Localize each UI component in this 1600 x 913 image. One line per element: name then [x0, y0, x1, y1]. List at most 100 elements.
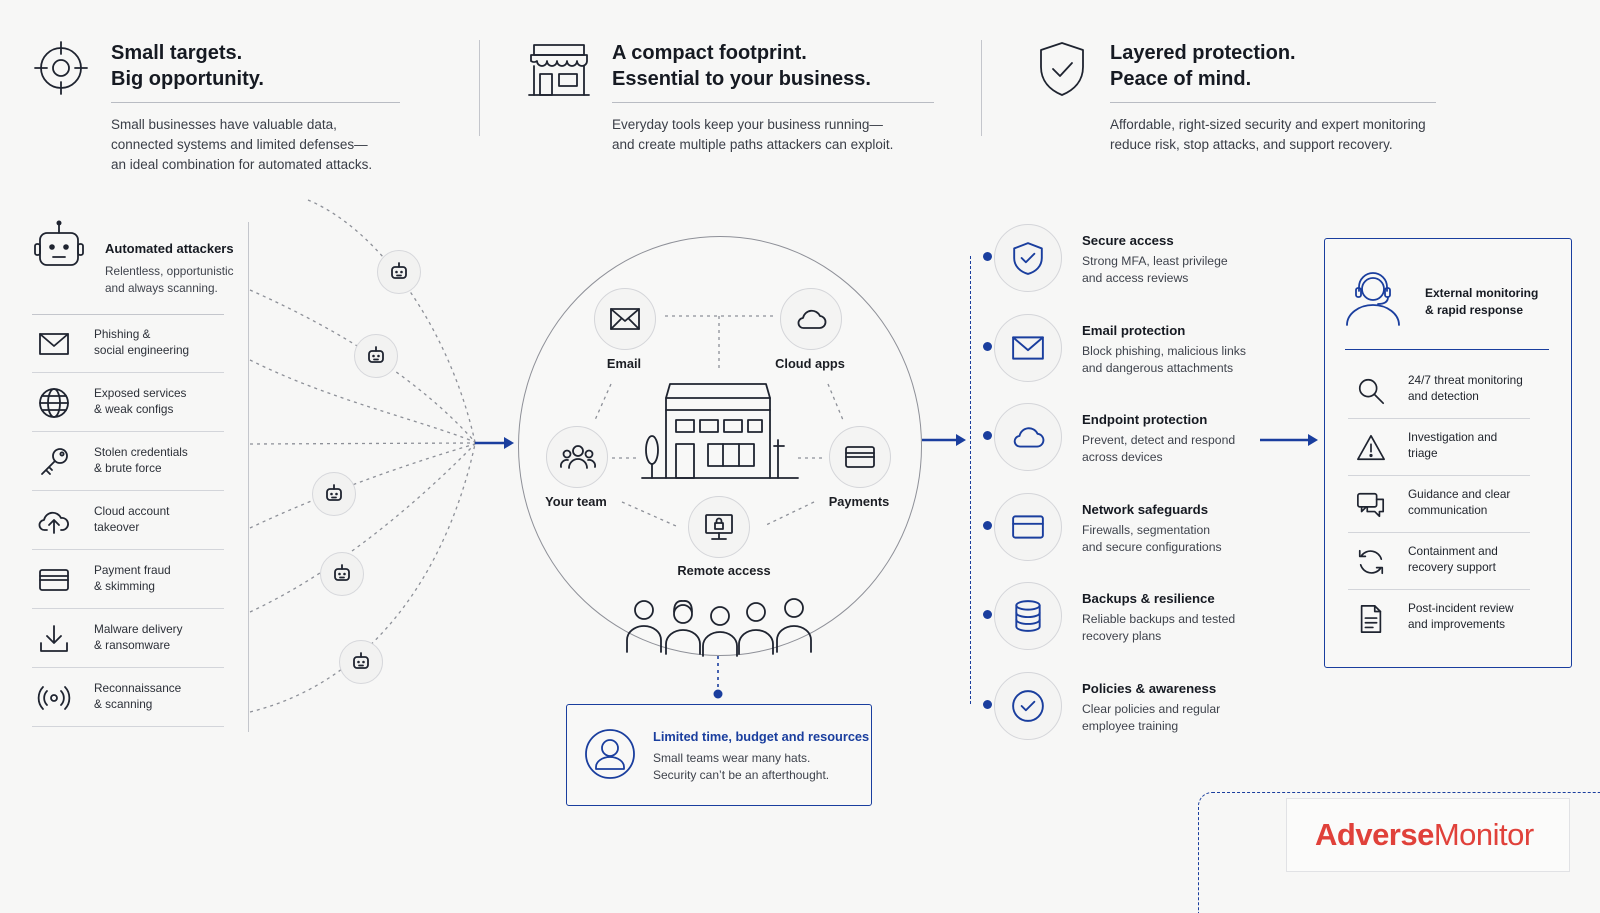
threat-row: Malware delivery & ransomware	[32, 611, 224, 668]
control-title: Policies & awareness	[1082, 680, 1217, 696]
control-desc: Firewalls, segmentation and secure confi…	[1082, 522, 1222, 554]
header-section: Small targets. Big opportunity. Small bu…	[0, 0, 1600, 190]
remote-access-label: Remote access	[677, 563, 771, 578]
user-circle-icon	[585, 729, 635, 779]
monitoring-item: Investigation and triage	[1348, 419, 1530, 476]
bot-icon	[354, 334, 398, 378]
cloud-apps-label: Cloud apps	[775, 356, 845, 371]
threat-label: Exposed services & weak configs	[94, 386, 187, 416]
threat-row: Exposed services & weak configs	[32, 375, 224, 432]
envelope-icon	[39, 333, 69, 355]
monitoring-label: 24/7 threat monitoring and detection	[1408, 373, 1523, 403]
control-title: Endpoint protection	[1082, 412, 1208, 427]
limited-resources-box: Limited time, budget and resources Small…	[566, 704, 872, 806]
brand-name-bold: Adverse	[1315, 817, 1434, 852]
threat-row: Phishing & social engineering	[32, 316, 224, 373]
threat-row: Payment fraud & skimming	[32, 552, 224, 609]
attackers-rule	[32, 314, 224, 315]
monitoring-icon-wrap	[1356, 604, 1386, 639]
radar-signal-icon	[37, 686, 71, 710]
card-icon	[1012, 514, 1044, 539]
shield-check-icon	[1040, 42, 1084, 96]
brand-logo: AdverseMonitor	[1286, 798, 1570, 872]
control-connector-dot	[983, 431, 992, 440]
monitoring-item: 24/7 threat monitoring and detection	[1348, 362, 1530, 419]
payments-label: Payments	[828, 494, 890, 509]
control-icon-circle	[994, 313, 1062, 382]
attack-path	[249, 443, 476, 713]
bot-icon	[339, 640, 383, 684]
control-icon-circle	[994, 224, 1062, 292]
crosshair-icon	[34, 41, 88, 95]
attack-path	[307, 199, 476, 443]
remote-access-node	[688, 496, 750, 558]
control-title: Backups & resilience	[1082, 591, 1215, 606]
key-icon	[41, 448, 68, 475]
control-desc: Reliable backups and tested recovery pla…	[1082, 612, 1236, 643]
cloud-icon	[1013, 427, 1045, 448]
bot-icon	[312, 472, 356, 516]
control-desc: Strong MFA, least privilege and access r…	[1082, 254, 1228, 285]
header-rule	[612, 102, 934, 103]
threat-icon-wrap	[37, 682, 71, 714]
control-desc: Block phishing, malicious links and dang…	[1082, 343, 1246, 375]
threat-label: Payment fraud & skimming	[94, 563, 171, 593]
header-title-targets: Small targets. Big opportunity.	[111, 42, 264, 90]
control-icon-circle	[994, 671, 1062, 740]
storefront-icon	[528, 44, 590, 96]
bot-icon	[320, 552, 364, 596]
database-icon	[1015, 600, 1041, 632]
your-team-node	[546, 426, 608, 488]
cloud-apps-node	[780, 288, 842, 350]
threat-label: Cloud account takeover	[94, 504, 170, 534]
monitoring-label: Investigation and triage	[1408, 430, 1498, 460]
chat-icon	[1357, 492, 1385, 518]
threat-label: Phishing & social engineering	[94, 327, 190, 357]
header-title-protection: Layered protection. Peace of mind.	[1110, 42, 1296, 90]
threat-row: Cloud account takeover	[32, 493, 224, 550]
monitoring-icon-wrap	[1356, 547, 1386, 582]
headset-agent-icon	[1346, 272, 1400, 326]
limited-resources-desc: Small teams wear many hats. Security can…	[653, 751, 830, 782]
header-title-footprint: A compact footprint. Essential to your b…	[612, 42, 871, 90]
attack-path	[249, 442, 476, 445]
monitoring-item: Post-incident review and improvements	[1348, 590, 1530, 646]
control-title: Secure access	[1082, 233, 1174, 248]
control-icon-circle	[994, 403, 1062, 471]
control-icon-circle	[994, 492, 1062, 561]
magnifier-icon	[1358, 378, 1385, 405]
monitoring-label: Containment and recovery support	[1408, 544, 1498, 574]
header-rule	[111, 102, 400, 103]
threat-icon-wrap	[38, 505, 70, 537]
threat-column-divider	[248, 222, 249, 732]
robot-icon	[34, 220, 84, 266]
monitoring-icon-wrap	[1356, 490, 1386, 525]
control-connector-dot	[983, 252, 992, 261]
monitoring-title: External monitoring & rapid response	[1425, 286, 1539, 317]
monitoring-rule	[1345, 349, 1549, 350]
monitoring-icon-wrap	[1356, 376, 1386, 411]
threat-label: Reconnaissance & scanning	[94, 681, 182, 711]
envelope-icon	[1012, 335, 1044, 360]
control-connector-dot	[983, 520, 992, 530]
payments-node	[829, 426, 891, 488]
globe-icon	[39, 388, 69, 418]
attack-path	[249, 443, 476, 529]
header-rule	[1110, 102, 1436, 103]
header-divider	[479, 40, 480, 136]
attackers-title: Automated attackers	[105, 241, 234, 256]
monitoring-item: Containment and recovery support	[1348, 533, 1530, 590]
threat-row: Stolen credentials & brute force	[32, 434, 224, 491]
control-desc: Prevent, detect and respond across devic…	[1082, 433, 1236, 464]
control-connector-dot	[983, 699, 992, 709]
email-label: Email	[606, 356, 642, 371]
control-connector-dot	[983, 341, 992, 351]
threat-row: Reconnaissance & scanning	[32, 670, 224, 727]
document-icon	[1360, 605, 1382, 633]
attackers-desc: Relentless, opportunistic and always sca…	[105, 264, 234, 295]
refresh-icon	[1358, 549, 1384, 575]
credit-card-icon	[39, 569, 69, 591]
threat-icon-wrap	[38, 446, 70, 478]
threat-icon-wrap	[38, 623, 70, 655]
